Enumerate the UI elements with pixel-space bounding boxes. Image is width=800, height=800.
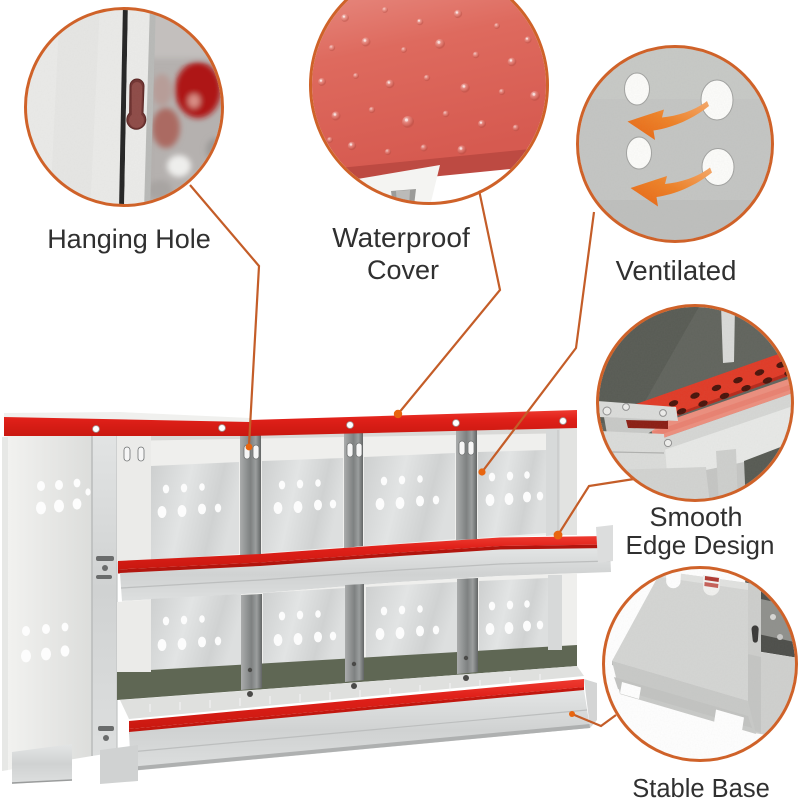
- svg-text:Ventilated: Ventilated: [616, 255, 737, 286]
- svg-text:Smooth: Smooth: [649, 502, 742, 532]
- svg-text:Hanging Hole: Hanging Hole: [47, 224, 211, 254]
- svg-text:Edge Design: Edge Design: [626, 530, 775, 560]
- svg-text:Stable Base: Stable Base: [632, 775, 770, 800]
- svg-text:Cover: Cover: [367, 255, 439, 285]
- svg-text:Waterproof: Waterproof: [332, 222, 470, 253]
